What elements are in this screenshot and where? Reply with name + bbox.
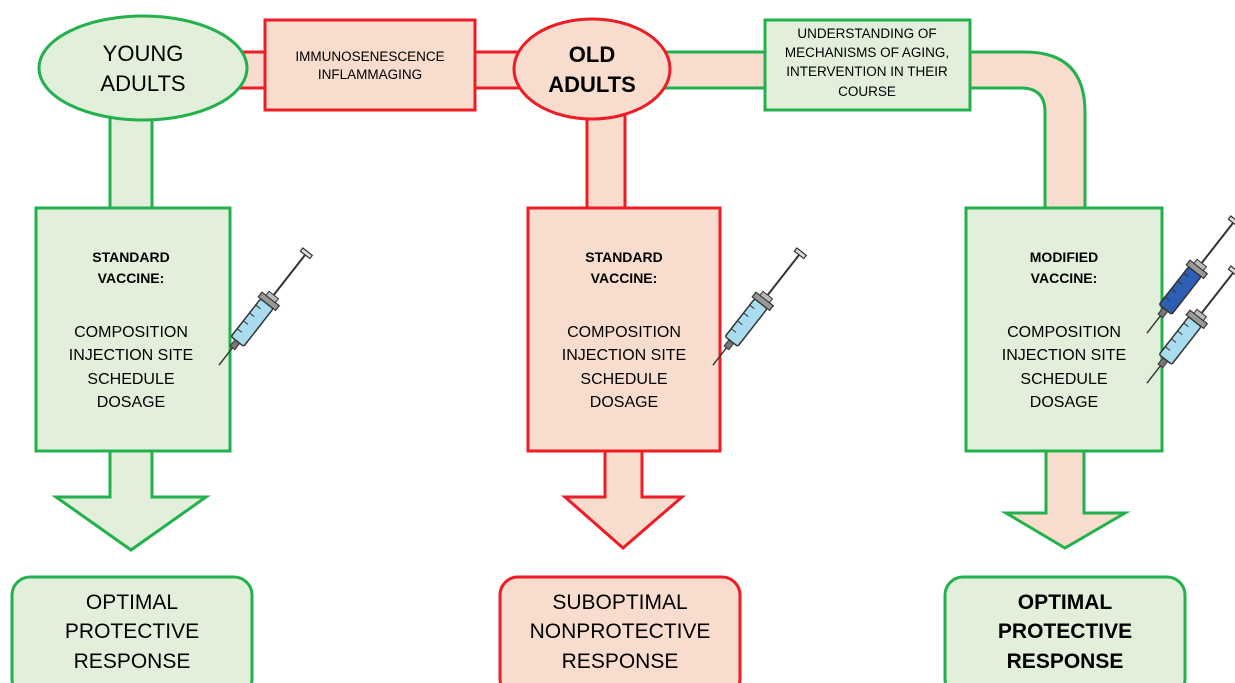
vaccine-item: DOSAGE bbox=[590, 394, 658, 411]
response-line: RESPONSE bbox=[1007, 650, 1124, 673]
vaccine-title-1: MODIFIED bbox=[1030, 249, 1098, 265]
modified-vaccine-box: MODIFIED VACCINE: COMPOSITION INJECTION … bbox=[964, 206, 1164, 453]
vaccine-item: COMPOSITION bbox=[1007, 324, 1121, 341]
suboptimal-response-old: SUBOPTIMAL NONPROTECTIVE RESPONSE bbox=[498, 575, 742, 683]
response-line: PROTECTIVE bbox=[65, 620, 199, 643]
inflammaging-label: INFLAMMAGING bbox=[318, 67, 422, 82]
young-adults-label-2: ADULTS bbox=[100, 71, 185, 96]
arrow-modified-response bbox=[1000, 448, 1131, 550]
vaccine-title-2: VACCINE: bbox=[98, 270, 165, 286]
vaccine-title-2: VACCINE: bbox=[1031, 270, 1098, 286]
standard-vaccine-young-box: STANDARD VACCINE: COMPOSITION INJECTION … bbox=[34, 206, 232, 453]
optimal-response-modified: OPTIMAL PROTECTIVE RESPONSE bbox=[943, 575, 1187, 683]
response-line: RESPONSE bbox=[562, 650, 679, 673]
vaccine-item: COMPOSITION bbox=[567, 324, 681, 341]
old-adults-label-2: ADULTS bbox=[548, 72, 636, 97]
optimal-response-young: OPTIMAL PROTECTIVE RESPONSE bbox=[10, 575, 254, 683]
arrow-young-response bbox=[51, 448, 211, 552]
young-adults-node: YOUNG ADULTS bbox=[37, 14, 249, 122]
vaccine-item: DOSAGE bbox=[97, 394, 165, 411]
response-line: NONPROTECTIVE bbox=[530, 620, 711, 643]
vaccine-item: SCHEDULE bbox=[87, 371, 174, 388]
intervention-line-4: COURSE bbox=[838, 84, 896, 99]
standard-vaccine-old-box: STANDARD VACCINE: COMPOSITION INJECTION … bbox=[526, 206, 722, 453]
vaccine-title-1: STANDARD bbox=[585, 249, 663, 265]
vaccine-item: INJECTION SITE bbox=[69, 347, 193, 364]
vaccine-item: SCHEDULE bbox=[580, 371, 667, 388]
response-line: RESPONSE bbox=[74, 650, 191, 673]
stem-old bbox=[585, 113, 627, 212]
intervention-line-1: UNDERSTANDING OF bbox=[797, 26, 936, 41]
response-line: OPTIMAL bbox=[1018, 591, 1113, 614]
intervention-line-3: INTERVENTION IN THEIR bbox=[786, 64, 948, 79]
vaccine-title-1: STANDARD bbox=[92, 249, 170, 265]
vaccine-item: DOSAGE bbox=[1030, 394, 1098, 411]
arrow-old-response bbox=[561, 448, 687, 550]
vaccine-item: COMPOSITION bbox=[74, 324, 188, 341]
young-adults-label-1: YOUNG bbox=[103, 41, 184, 66]
immunosenescence-label: IMMUNOSENESCENCE bbox=[295, 49, 444, 64]
response-line: SUBOPTIMAL bbox=[552, 591, 687, 614]
response-line: PROTECTIVE bbox=[998, 620, 1132, 643]
old-adults-node: OLD ADULTS bbox=[512, 17, 672, 121]
intervention-line-2: MECHANISMS OF AGING, bbox=[785, 45, 949, 60]
vaccine-item: INJECTION SITE bbox=[562, 347, 686, 364]
response-line: OPTIMAL bbox=[86, 591, 178, 614]
immunosenescence-box: IMMUNOSENESCENCE INFLAMMAGING bbox=[263, 18, 477, 112]
old-adults-label-1: OLD bbox=[569, 42, 615, 67]
vaccine-item: INJECTION SITE bbox=[1002, 347, 1126, 364]
vaccine-title-2: VACCINE: bbox=[591, 270, 658, 286]
intervention-box: UNDERSTANDING OF MECHANISMS OF AGING, IN… bbox=[763, 18, 972, 112]
vaccine-item: SCHEDULE bbox=[1020, 371, 1107, 388]
